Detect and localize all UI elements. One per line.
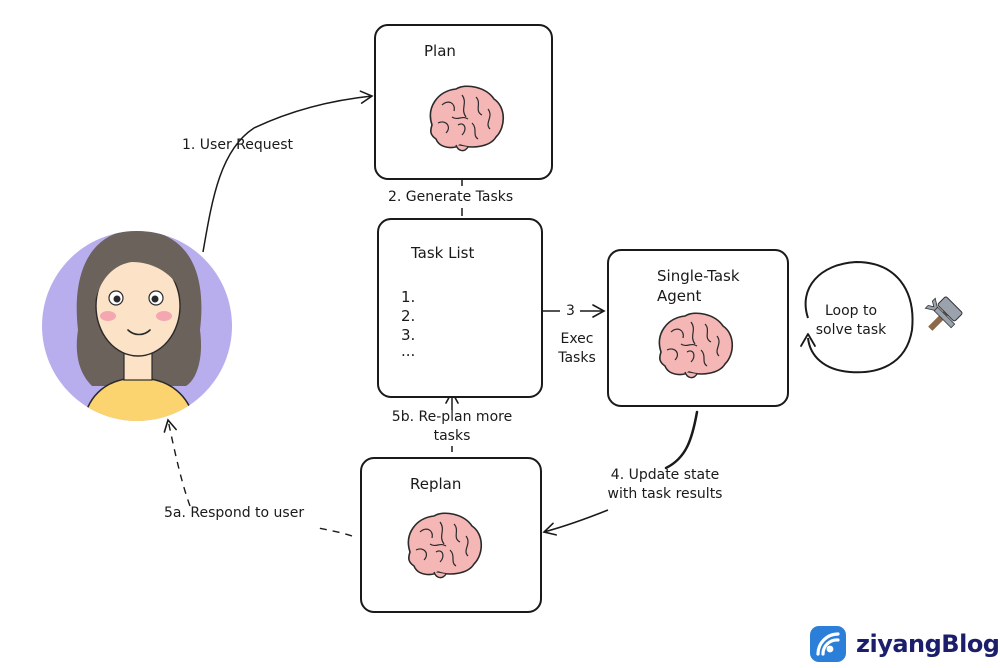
label-replan-more: 5b. Re-plan more tasks (372, 408, 532, 446)
loop-label-line1: Loop to (824, 303, 878, 319)
tools-icon (924, 296, 963, 331)
label-update-line2: with task results (607, 486, 723, 502)
label-exec-line1: Exec (560, 331, 594, 347)
label-update-state: 4. Update state with task results (590, 466, 740, 504)
loop-label-line2: solve task (815, 322, 887, 338)
label-replan-line1: 5b. Re-plan more (391, 409, 513, 425)
wifi-logo-icon (810, 626, 846, 662)
brain-icon (407, 512, 483, 579)
replan-title: Replan (410, 475, 462, 493)
brain-icon (429, 85, 505, 152)
label-replan-line2: tasks (433, 428, 471, 444)
replan-node: Replan (360, 457, 542, 613)
label-exec-tasks: Exec Tasks (549, 330, 605, 368)
task-list-node: Task List 1. 2. 3. ... (377, 218, 543, 398)
loop-label: Loop to solve task (808, 302, 894, 340)
agent-title-line2: Agent (657, 287, 702, 305)
task-item-more: ... (401, 342, 416, 360)
plan-title: Plan (424, 42, 456, 60)
user-avatar (42, 231, 232, 421)
agent-node: Single-Task Agent (607, 249, 789, 407)
task-item-3: 3. (401, 326, 416, 344)
edge-update-state (542, 410, 699, 536)
brand: ziyangBlog (808, 624, 1000, 664)
agent-title-line1: Single-Task (657, 267, 740, 285)
brain-icon (658, 312, 734, 379)
brand-name: ziyangBlog (856, 630, 1000, 658)
edge-respond (163, 418, 353, 537)
label-user-request: 1. User Request (182, 137, 294, 153)
task-list-title: Task List (411, 244, 475, 262)
label-exec-line2: Tasks (558, 350, 596, 366)
label-update-line1: 4. Update state (610, 467, 720, 483)
label-step3: 3 (566, 303, 575, 319)
loop-circle (800, 260, 914, 374)
label-generate-tasks: 2. Generate Tasks (388, 189, 514, 205)
label-respond: 5a. Respond to user (164, 505, 305, 521)
plan-node: Plan (374, 24, 553, 180)
task-item-1: 1. (401, 288, 416, 306)
edge-user-request (202, 90, 374, 253)
task-item-2: 2. (401, 307, 416, 325)
